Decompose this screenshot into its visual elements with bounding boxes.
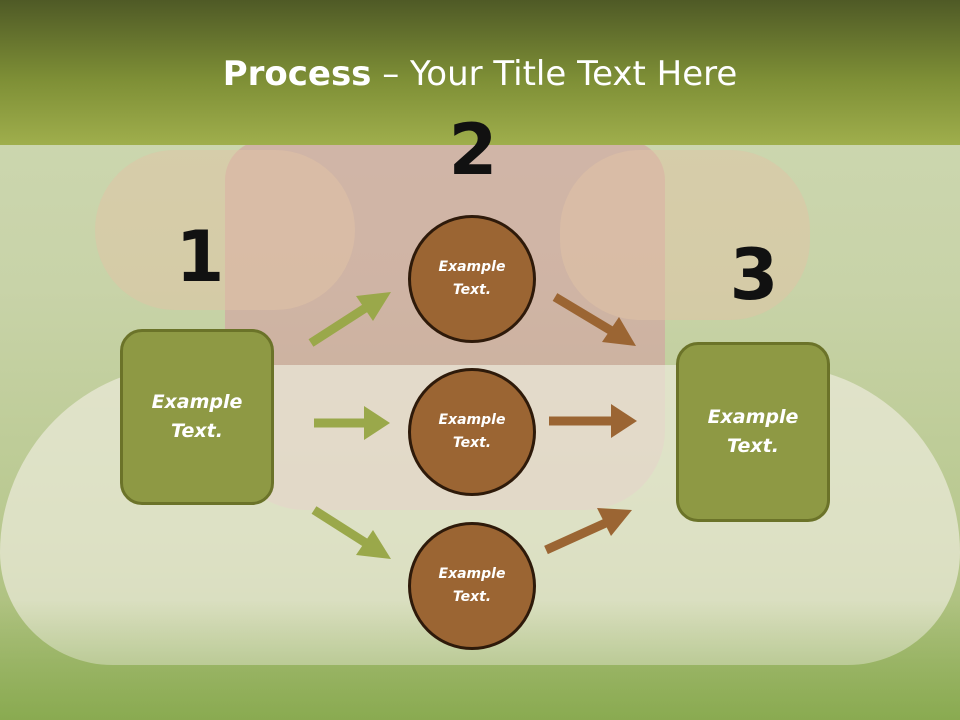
- photo-arm-left: [95, 150, 355, 310]
- arrow-from-top: [552, 293, 636, 346]
- slide-title: Process – Your Title Text Here: [0, 52, 960, 96]
- arrow-to-middle: [314, 406, 390, 440]
- left-step-box: Example Text.: [120, 329, 274, 505]
- step-number-1: 1: [175, 216, 225, 298]
- right-step-box: Example Text.: [676, 342, 830, 522]
- title-bold: Process: [222, 54, 372, 94]
- circle-bottom: Example Text.: [408, 522, 536, 650]
- circle-top: Example Text.: [408, 215, 536, 343]
- circle-middle: Example Text.: [408, 368, 536, 496]
- arrow-to-bottom: [311, 506, 391, 559]
- title-bar: [0, 0, 960, 145]
- step-number-3: 3: [729, 234, 779, 316]
- arrow-from-bottom: [544, 508, 632, 555]
- arrow-to-top: [308, 292, 391, 347]
- title-rest: – Your Title Text Here: [371, 54, 738, 94]
- step-number-2: 2: [448, 109, 498, 191]
- arrow-from-middle: [549, 404, 637, 438]
- photo-arm-right: [560, 150, 810, 320]
